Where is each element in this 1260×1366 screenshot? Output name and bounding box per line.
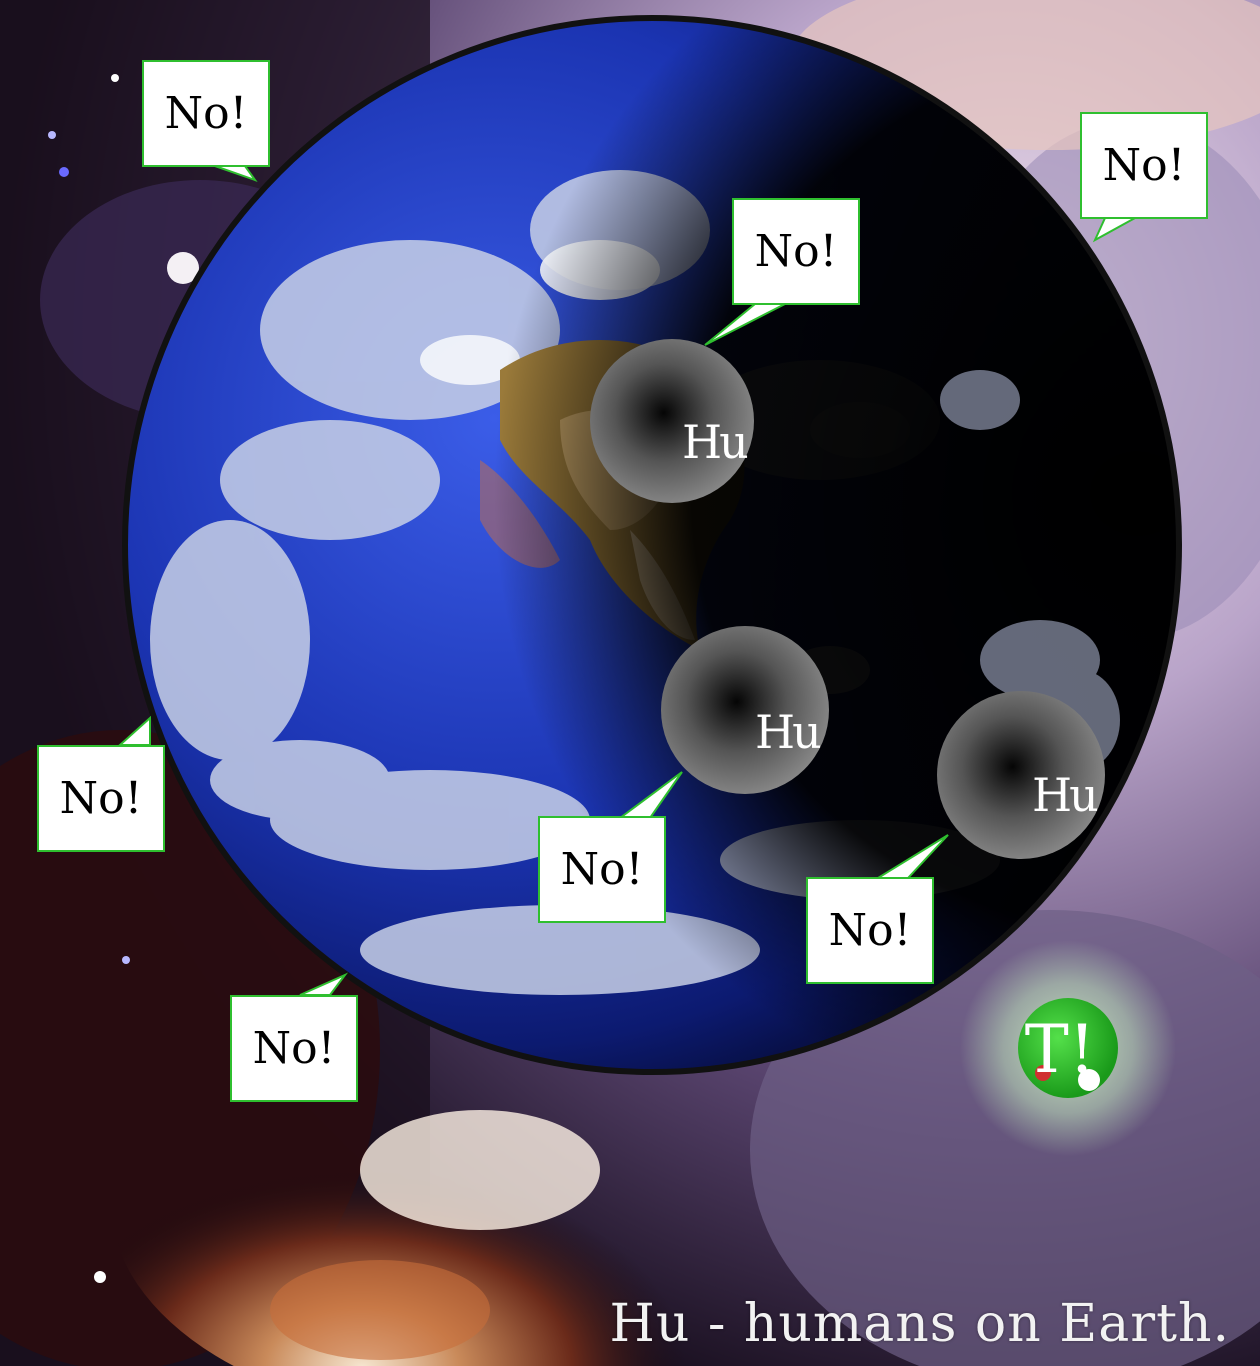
no-bubble: No! — [142, 60, 270, 167]
hu-label: Hu — [682, 415, 749, 469]
earth — [125, 18, 1179, 1072]
logo: T! — [960, 940, 1176, 1156]
earth-rim — [122, 15, 1182, 1075]
bubble-text: No! — [828, 905, 912, 956]
no-bubble: No! — [1080, 112, 1208, 219]
hu-sphere — [937, 691, 1105, 859]
no-bubble: No! — [230, 995, 358, 1102]
bubble-tails — [117, 165, 1136, 996]
bubble-text: No! — [59, 773, 143, 824]
no-bubble: No! — [806, 877, 934, 984]
bubble-text: No! — [754, 226, 838, 277]
no-bubble: No! — [538, 816, 666, 923]
bubble-text: No! — [252, 1023, 336, 1074]
bubble-text: No! — [560, 844, 644, 895]
no-bubble: No! — [732, 198, 860, 305]
hu-spheres — [590, 339, 1105, 859]
no-bubble: No! — [37, 745, 165, 852]
hu-sphere — [590, 339, 754, 503]
bubble-text: No! — [1102, 140, 1186, 191]
hu-label: Hu — [1032, 768, 1099, 822]
hu-label: Hu — [755, 705, 822, 759]
caption: Hu - humans on Earth. — [609, 1294, 1230, 1354]
hu-sphere — [661, 626, 829, 794]
stars — [48, 74, 199, 1283]
bubble-text: No! — [164, 88, 248, 139]
